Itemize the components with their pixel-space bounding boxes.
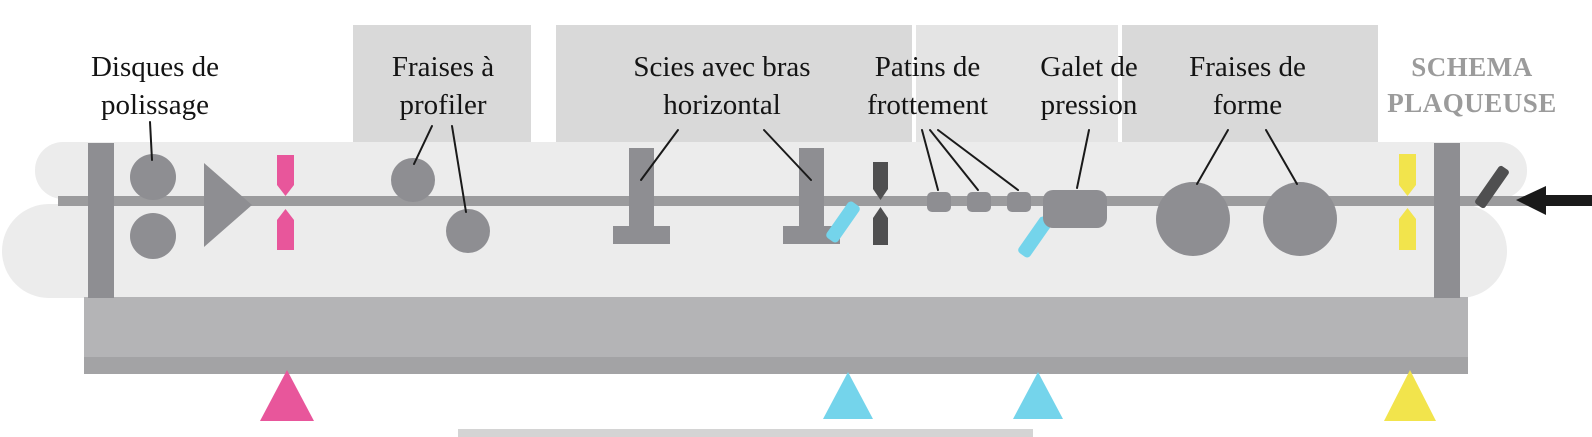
- label-line-1: Fraises de: [1189, 51, 1306, 83]
- pressure-roller: [1043, 190, 1107, 228]
- yellow-roller-top: [1399, 154, 1416, 196]
- friction-pad-1: [927, 192, 951, 212]
- pointer-disques: [149, 121, 153, 161]
- dark-guide-right: [1475, 165, 1509, 209]
- title-line-2: PLAQUEUSE: [1387, 87, 1557, 118]
- label-scies-bras-horizontal: Scies avec bras horizontal: [587, 48, 857, 125]
- cyan-marker-triangle-left: [823, 372, 873, 419]
- label-line-2: frottement: [867, 89, 988, 122]
- pink-roller-bottom: [277, 209, 294, 250]
- saw-post-right: [783, 148, 840, 244]
- right-post: [1434, 143, 1460, 298]
- feed-guide-triangle: [204, 163, 252, 247]
- label-line-1: Galet de: [1040, 51, 1138, 83]
- form-cutter-left: [1156, 182, 1230, 256]
- label-line-1: Fraises à: [391, 51, 495, 83]
- pointer-patin-2: [929, 129, 979, 191]
- yellow-marker-triangle: [1384, 370, 1436, 421]
- pointer-patin-3: [937, 129, 1019, 191]
- saw-post-left: [613, 148, 670, 244]
- diagram-title: SCHEMA PLAQUEUSE: [1387, 50, 1557, 121]
- pointer-galet: [1076, 129, 1090, 189]
- friction-pad-2: [967, 192, 991, 212]
- friction-pad-3: [1007, 192, 1031, 212]
- profiler-cutter-top: [391, 158, 435, 202]
- cyan-marker-triangle-right: [1013, 372, 1063, 419]
- pink-roller-top: [277, 155, 294, 196]
- label-patins-de-frottement: Patins de frottement: [845, 48, 1010, 125]
- label-line-2: horizontal: [663, 89, 781, 122]
- pointer-scie-left: [640, 129, 679, 181]
- lower-tube: [2, 204, 1507, 298]
- label-line-2: profiler: [399, 89, 487, 122]
- pointer-forme-left: [1196, 129, 1229, 185]
- cyan-guide-left: [826, 201, 860, 243]
- cyan-guide-right: [1018, 216, 1052, 258]
- label-line-2: polissage: [101, 89, 209, 122]
- pointer-patin-1: [921, 129, 939, 191]
- machine-base-strip: [84, 357, 1468, 374]
- label-line-1: Scies avec bras: [633, 51, 811, 83]
- dark-roller-top: [873, 162, 888, 200]
- polishing-disc-bottom: [130, 213, 176, 259]
- profiler-cutter-bottom: [446, 209, 490, 253]
- label-galet-de-pression: Galet de pression: [1014, 48, 1164, 125]
- polishing-disc-top: [130, 154, 176, 200]
- title-line-1: SCHEMA: [1411, 52, 1533, 82]
- dark-roller-bottom: [873, 207, 888, 245]
- pointer-profiler-top: [413, 125, 433, 165]
- label-fraises-de-forme: Fraises de forme: [1160, 48, 1335, 125]
- conveyor-rail: [58, 196, 1532, 206]
- pointer-profiler-bottom: [451, 125, 467, 213]
- pointer-forme-right: [1265, 129, 1298, 185]
- label-disques-de-polissage: Disques de polissage: [60, 48, 250, 125]
- pointer-lines: [149, 121, 1298, 213]
- yellow-roller-bottom: [1399, 208, 1416, 250]
- bottom-edge: [458, 429, 1033, 437]
- feed-direction-arrow: [1516, 186, 1592, 215]
- machine-base: [84, 297, 1468, 357]
- left-post: [88, 143, 114, 298]
- label-line-1: Disques de: [90, 51, 220, 83]
- form-cutter-right: [1263, 182, 1337, 256]
- pink-marker-triangle: [260, 370, 314, 421]
- label-line-2: pression: [1040, 89, 1138, 122]
- label-fraises-a-profiler: Fraises à profiler: [358, 48, 528, 125]
- pointer-scie-right: [763, 129, 812, 181]
- label-line-1: Patins de: [874, 51, 981, 83]
- label-line-2: forme: [1212, 89, 1283, 122]
